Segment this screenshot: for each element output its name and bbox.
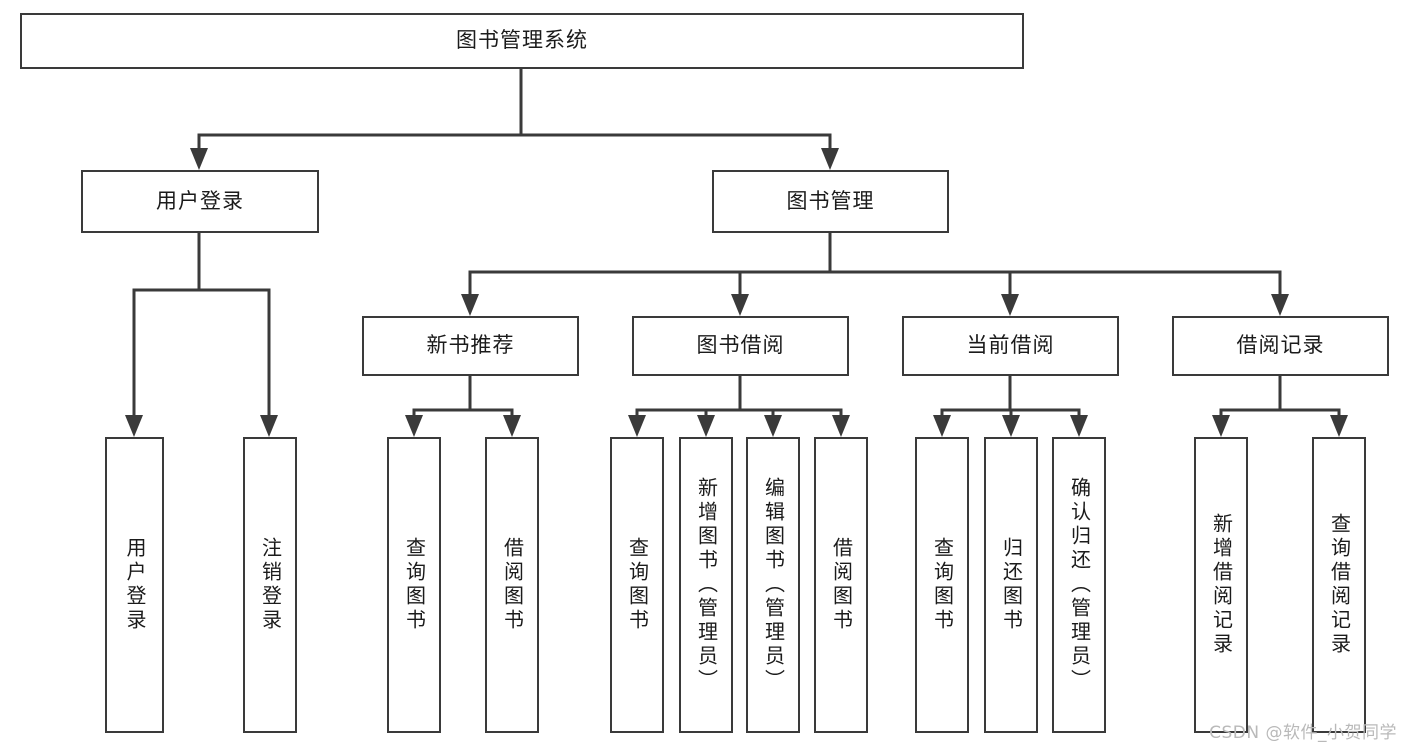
node-label: 查询图书: [625, 537, 650, 633]
node-leaf-add-book-admin[interactable]: 新增图书（管理员）: [679, 437, 733, 733]
node-leaf-logout[interactable]: 注销登录: [243, 437, 297, 733]
node-label: 借阅图书: [829, 537, 854, 633]
arrow-head-icon: [1002, 415, 1020, 437]
node-label: 借阅图书: [500, 537, 525, 633]
node-label: 归还图书: [999, 537, 1024, 633]
node-label: 确认归还（管理员）: [1067, 477, 1092, 693]
node-label: 查询借阅记录: [1327, 513, 1352, 657]
node-label: 图书借阅: [696, 333, 785, 358]
arrow-head-icon: [190, 148, 208, 170]
node-label: 借阅记录: [1236, 333, 1325, 358]
node-user-login[interactable]: 用户登录: [81, 170, 319, 233]
node-leaf-borrow-books-rec[interactable]: 借阅图书: [485, 437, 539, 733]
arrow-head-icon: [697, 415, 715, 437]
arrow-head-icon: [1271, 294, 1289, 316]
node-label: 新书推荐: [426, 333, 515, 358]
node-label: 当前借阅: [966, 333, 1055, 358]
arrow-head-icon: [405, 415, 423, 437]
node-label: 图书管理: [786, 188, 875, 213]
node-label: 用户登录: [156, 188, 244, 213]
node-label: 查询图书: [402, 537, 427, 633]
node-label: 新增借阅记录: [1209, 513, 1234, 657]
arrow-head-icon: [933, 415, 951, 437]
node-leaf-add-borrow-record[interactable]: 新增借阅记录: [1194, 437, 1248, 733]
arrow-head-icon: [628, 415, 646, 437]
node-leaf-query-books-borrow[interactable]: 查询图书: [610, 437, 664, 733]
arrow-head-icon: [503, 415, 521, 437]
node-label: 查询图书: [930, 537, 955, 633]
node-leaf-query-borrow-record[interactable]: 查询借阅记录: [1312, 437, 1366, 733]
node-label: 编辑图书（管理员）: [761, 477, 786, 693]
node-leaf-return-book[interactable]: 归还图书: [984, 437, 1038, 733]
node-label: 新增图书（管理员）: [694, 477, 719, 693]
node-book-management[interactable]: 图书管理: [712, 170, 949, 233]
arrow-head-icon: [731, 294, 749, 316]
arrow-head-icon: [821, 148, 839, 170]
node-book-borrowing[interactable]: 图书借阅: [632, 316, 849, 376]
arrow-head-icon: [764, 415, 782, 437]
node-leaf-user-login[interactable]: 用户登录: [105, 437, 164, 733]
arrow-head-icon: [461, 294, 479, 316]
arrow-head-icon: [1001, 294, 1019, 316]
arrow-head-icon: [1330, 415, 1348, 437]
watermark: CSDN @软件_小贺同学: [1209, 723, 1397, 743]
arrow-head-icon: [1212, 415, 1230, 437]
arrow-head-icon: [125, 415, 143, 437]
node-leaf-confirm-return-admin[interactable]: 确认归还（管理员）: [1052, 437, 1106, 733]
node-label: 图书管理系统: [456, 28, 588, 53]
node-current-borrowing[interactable]: 当前借阅: [902, 316, 1119, 376]
arrow-heads: [125, 148, 1348, 437]
node-leaf-query-books-rec[interactable]: 查询图书: [387, 437, 441, 733]
node-leaf-borrow-book[interactable]: 借阅图书: [814, 437, 868, 733]
arrow-head-icon: [260, 415, 278, 437]
node-system-title[interactable]: 图书管理系统: [20, 13, 1024, 69]
node-leaf-query-books-current[interactable]: 查询图书: [915, 437, 969, 733]
arrow-head-icon: [832, 415, 850, 437]
node-label: 用户登录: [123, 537, 147, 633]
node-leaf-edit-book-admin[interactable]: 编辑图书（管理员）: [746, 437, 800, 733]
arrow-head-icon: [1070, 415, 1088, 437]
node-borrow-records[interactable]: 借阅记录: [1172, 316, 1389, 376]
node-label: 注销登录: [258, 537, 283, 633]
node-new-book-recommendation[interactable]: 新书推荐: [362, 316, 579, 376]
